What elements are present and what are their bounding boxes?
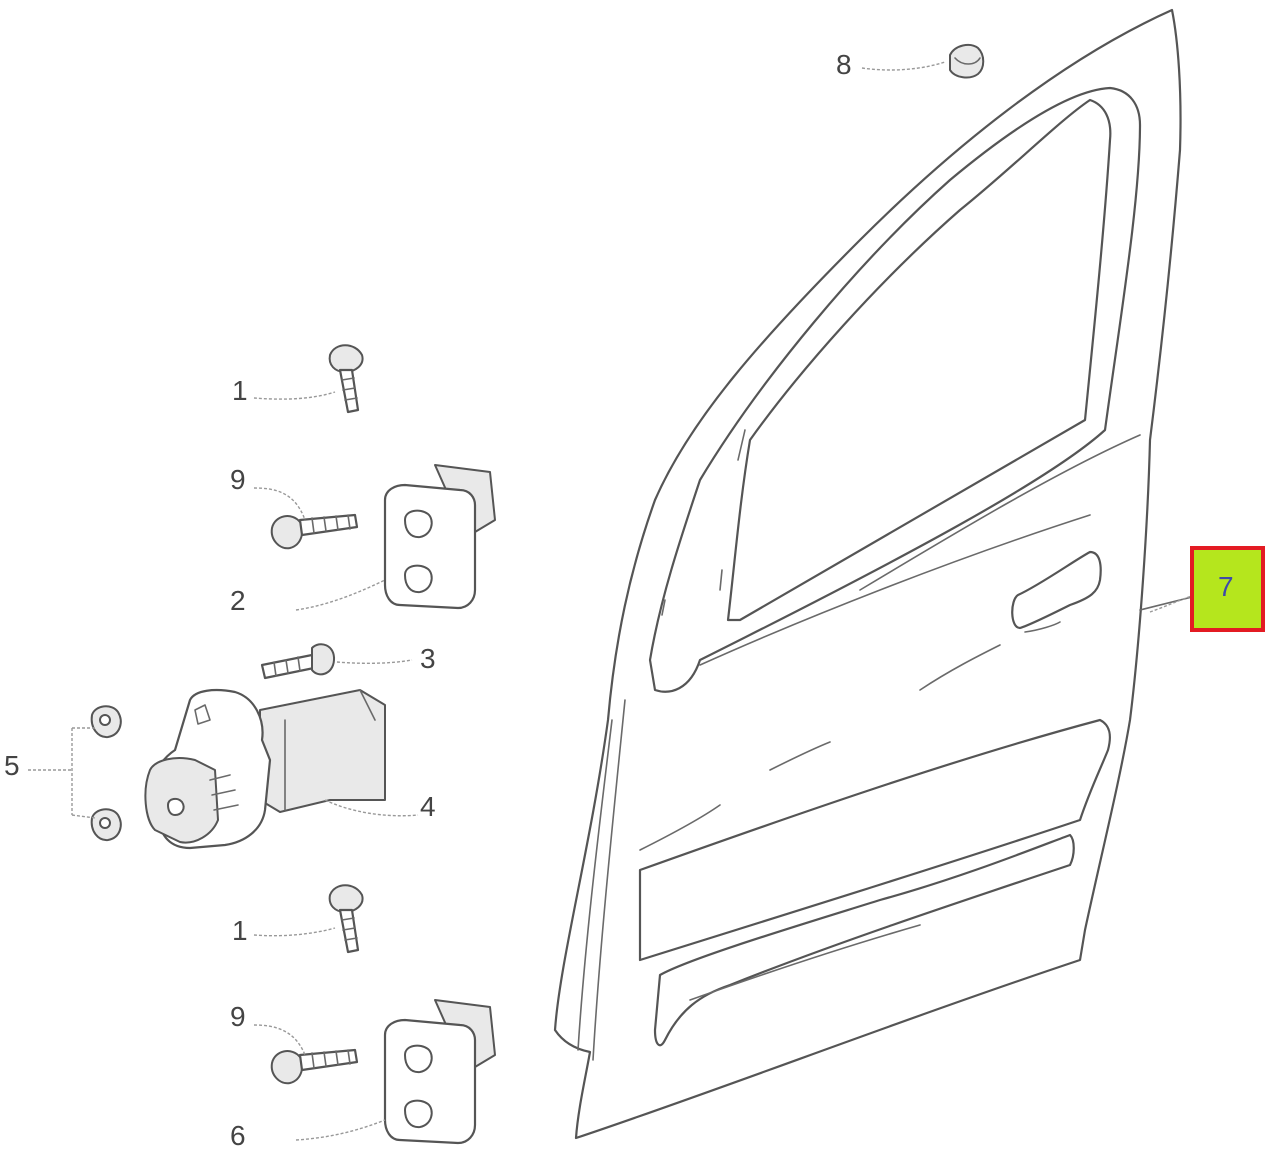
label-part-6: 6 [230, 1120, 246, 1151]
leader-part-7 [1149, 589, 1213, 613]
highlight-box [1190, 546, 1265, 632]
label-part-4: 4 [420, 791, 436, 822]
label-part-1-top: 1 [232, 375, 248, 406]
nuts-part-5 [28, 705, 122, 842]
label-part-5: 5 [4, 750, 20, 781]
label-part-9-bottom: 9 [230, 1001, 246, 1032]
plug-part-8 [861, 43, 985, 79]
bolt-part-1-top [253, 344, 364, 414]
label-part-1-bottom: 1 [232, 915, 248, 946]
label-part-2: 2 [230, 585, 246, 616]
hinge-part-6 [295, 999, 496, 1145]
door-panel [553, 8, 1201, 1140]
screw-part-9-bottom [253, 1024, 359, 1085]
label-part-7: 7 [1218, 571, 1234, 602]
label-part-9-top: 9 [230, 464, 246, 495]
bolt-part-1-bottom [253, 884, 364, 954]
door-handle [1011, 550, 1102, 633]
screw-part-9-top [253, 487, 359, 550]
highlight-part-7[interactable]: 7 [1190, 546, 1265, 632]
label-part-3: 3 [420, 643, 436, 674]
label-part-8: 8 [836, 49, 852, 80]
bolt-part-3 [260, 643, 413, 680]
door-check-part-4 [144, 689, 419, 850]
hinge-part-2 [295, 464, 496, 611]
